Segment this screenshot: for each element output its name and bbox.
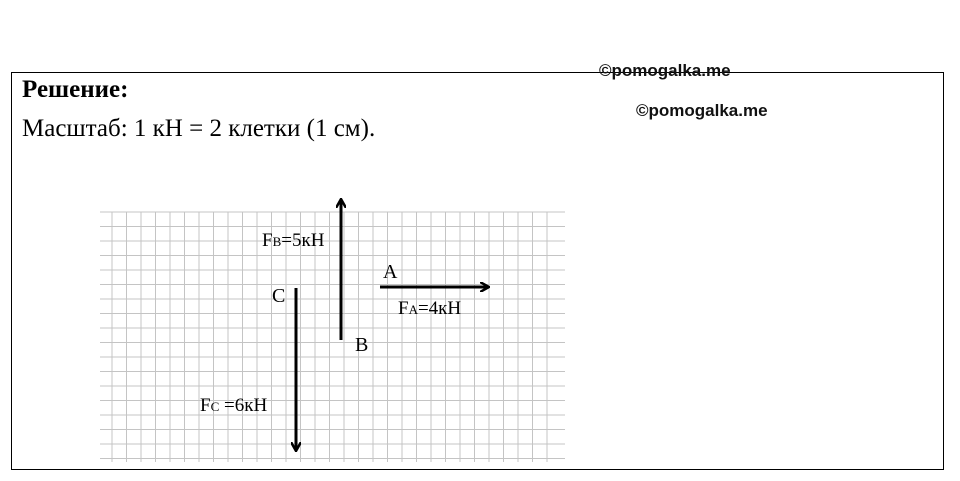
point-label-B: B xyxy=(355,334,368,356)
solution-heading: Решение: xyxy=(22,76,129,103)
watermark-top: ©pomogalka.me xyxy=(599,61,731,80)
scale-text: Масштаб: 1 кН = 2 клетки (1 см). xyxy=(22,115,376,142)
solution-frame xyxy=(11,72,944,470)
force-label-FB: FB=5кН xyxy=(262,230,325,251)
force-label-FC: FC =6кН xyxy=(200,395,267,416)
watermark-right: ©pomogalka.me xyxy=(636,101,768,120)
point-label-C: C xyxy=(272,285,285,307)
graph-paper-grid xyxy=(100,211,565,462)
point-label-A: A xyxy=(383,261,398,283)
force-label-FA: FA=4кН xyxy=(398,298,461,319)
